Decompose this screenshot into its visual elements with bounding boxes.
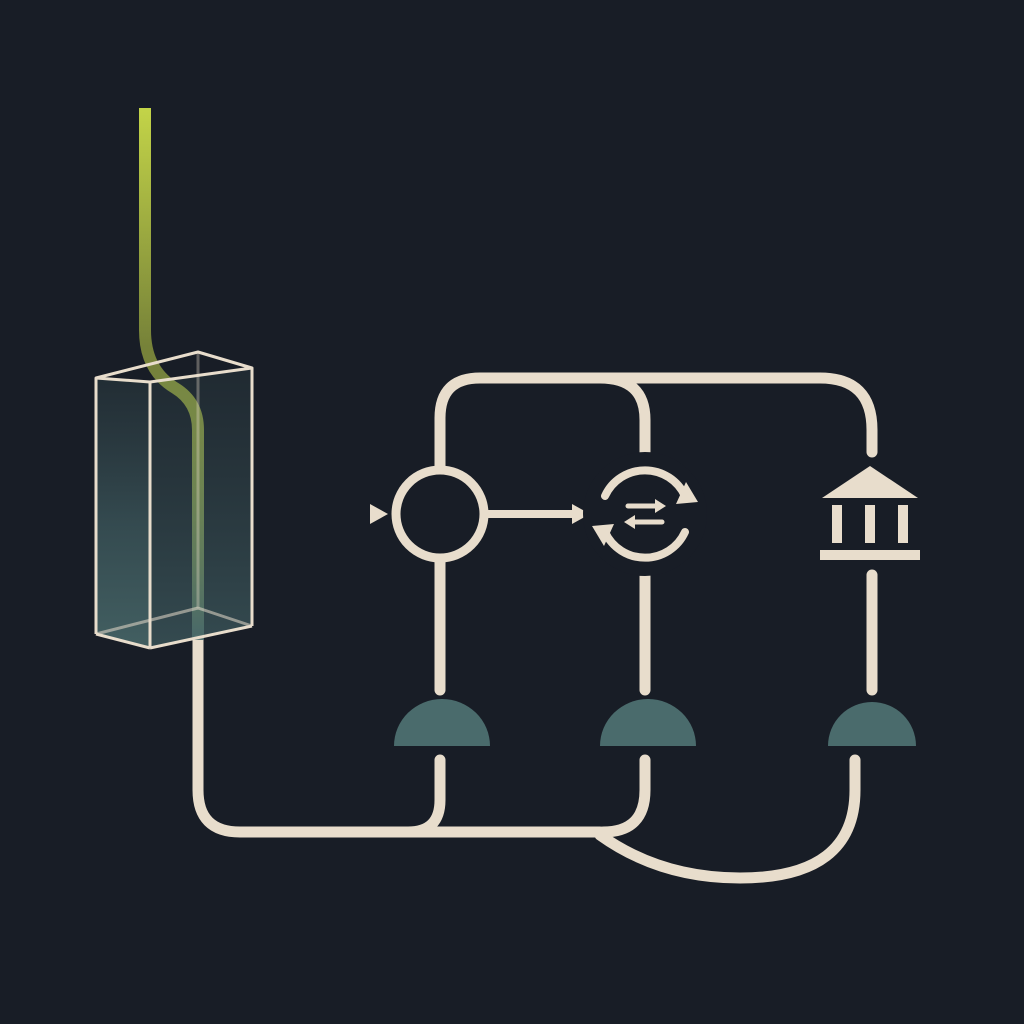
dome1-stem <box>402 754 446 838</box>
prism-front-face <box>96 378 150 648</box>
base-domes <box>394 699 916 746</box>
dome-2 <box>600 699 696 746</box>
dome3-curve <box>594 754 861 884</box>
bank-building-icon <box>820 466 920 560</box>
dome-1 <box>394 699 491 746</box>
dome2-stem <box>597 754 651 838</box>
junction-node <box>391 465 489 563</box>
connector-lines <box>192 372 878 884</box>
exchange-top-branch <box>594 372 651 458</box>
dome-3 <box>828 702 916 746</box>
arrowhead-2 <box>572 504 590 524</box>
accent-beam <box>139 108 204 640</box>
arrowhead-1 <box>370 504 388 524</box>
top-loop-path <box>434 372 878 476</box>
bottom-return-path <box>192 634 606 838</box>
exchange-cycle-icon <box>583 452 707 576</box>
prism-outline <box>94 350 254 650</box>
source-prism <box>94 108 254 650</box>
